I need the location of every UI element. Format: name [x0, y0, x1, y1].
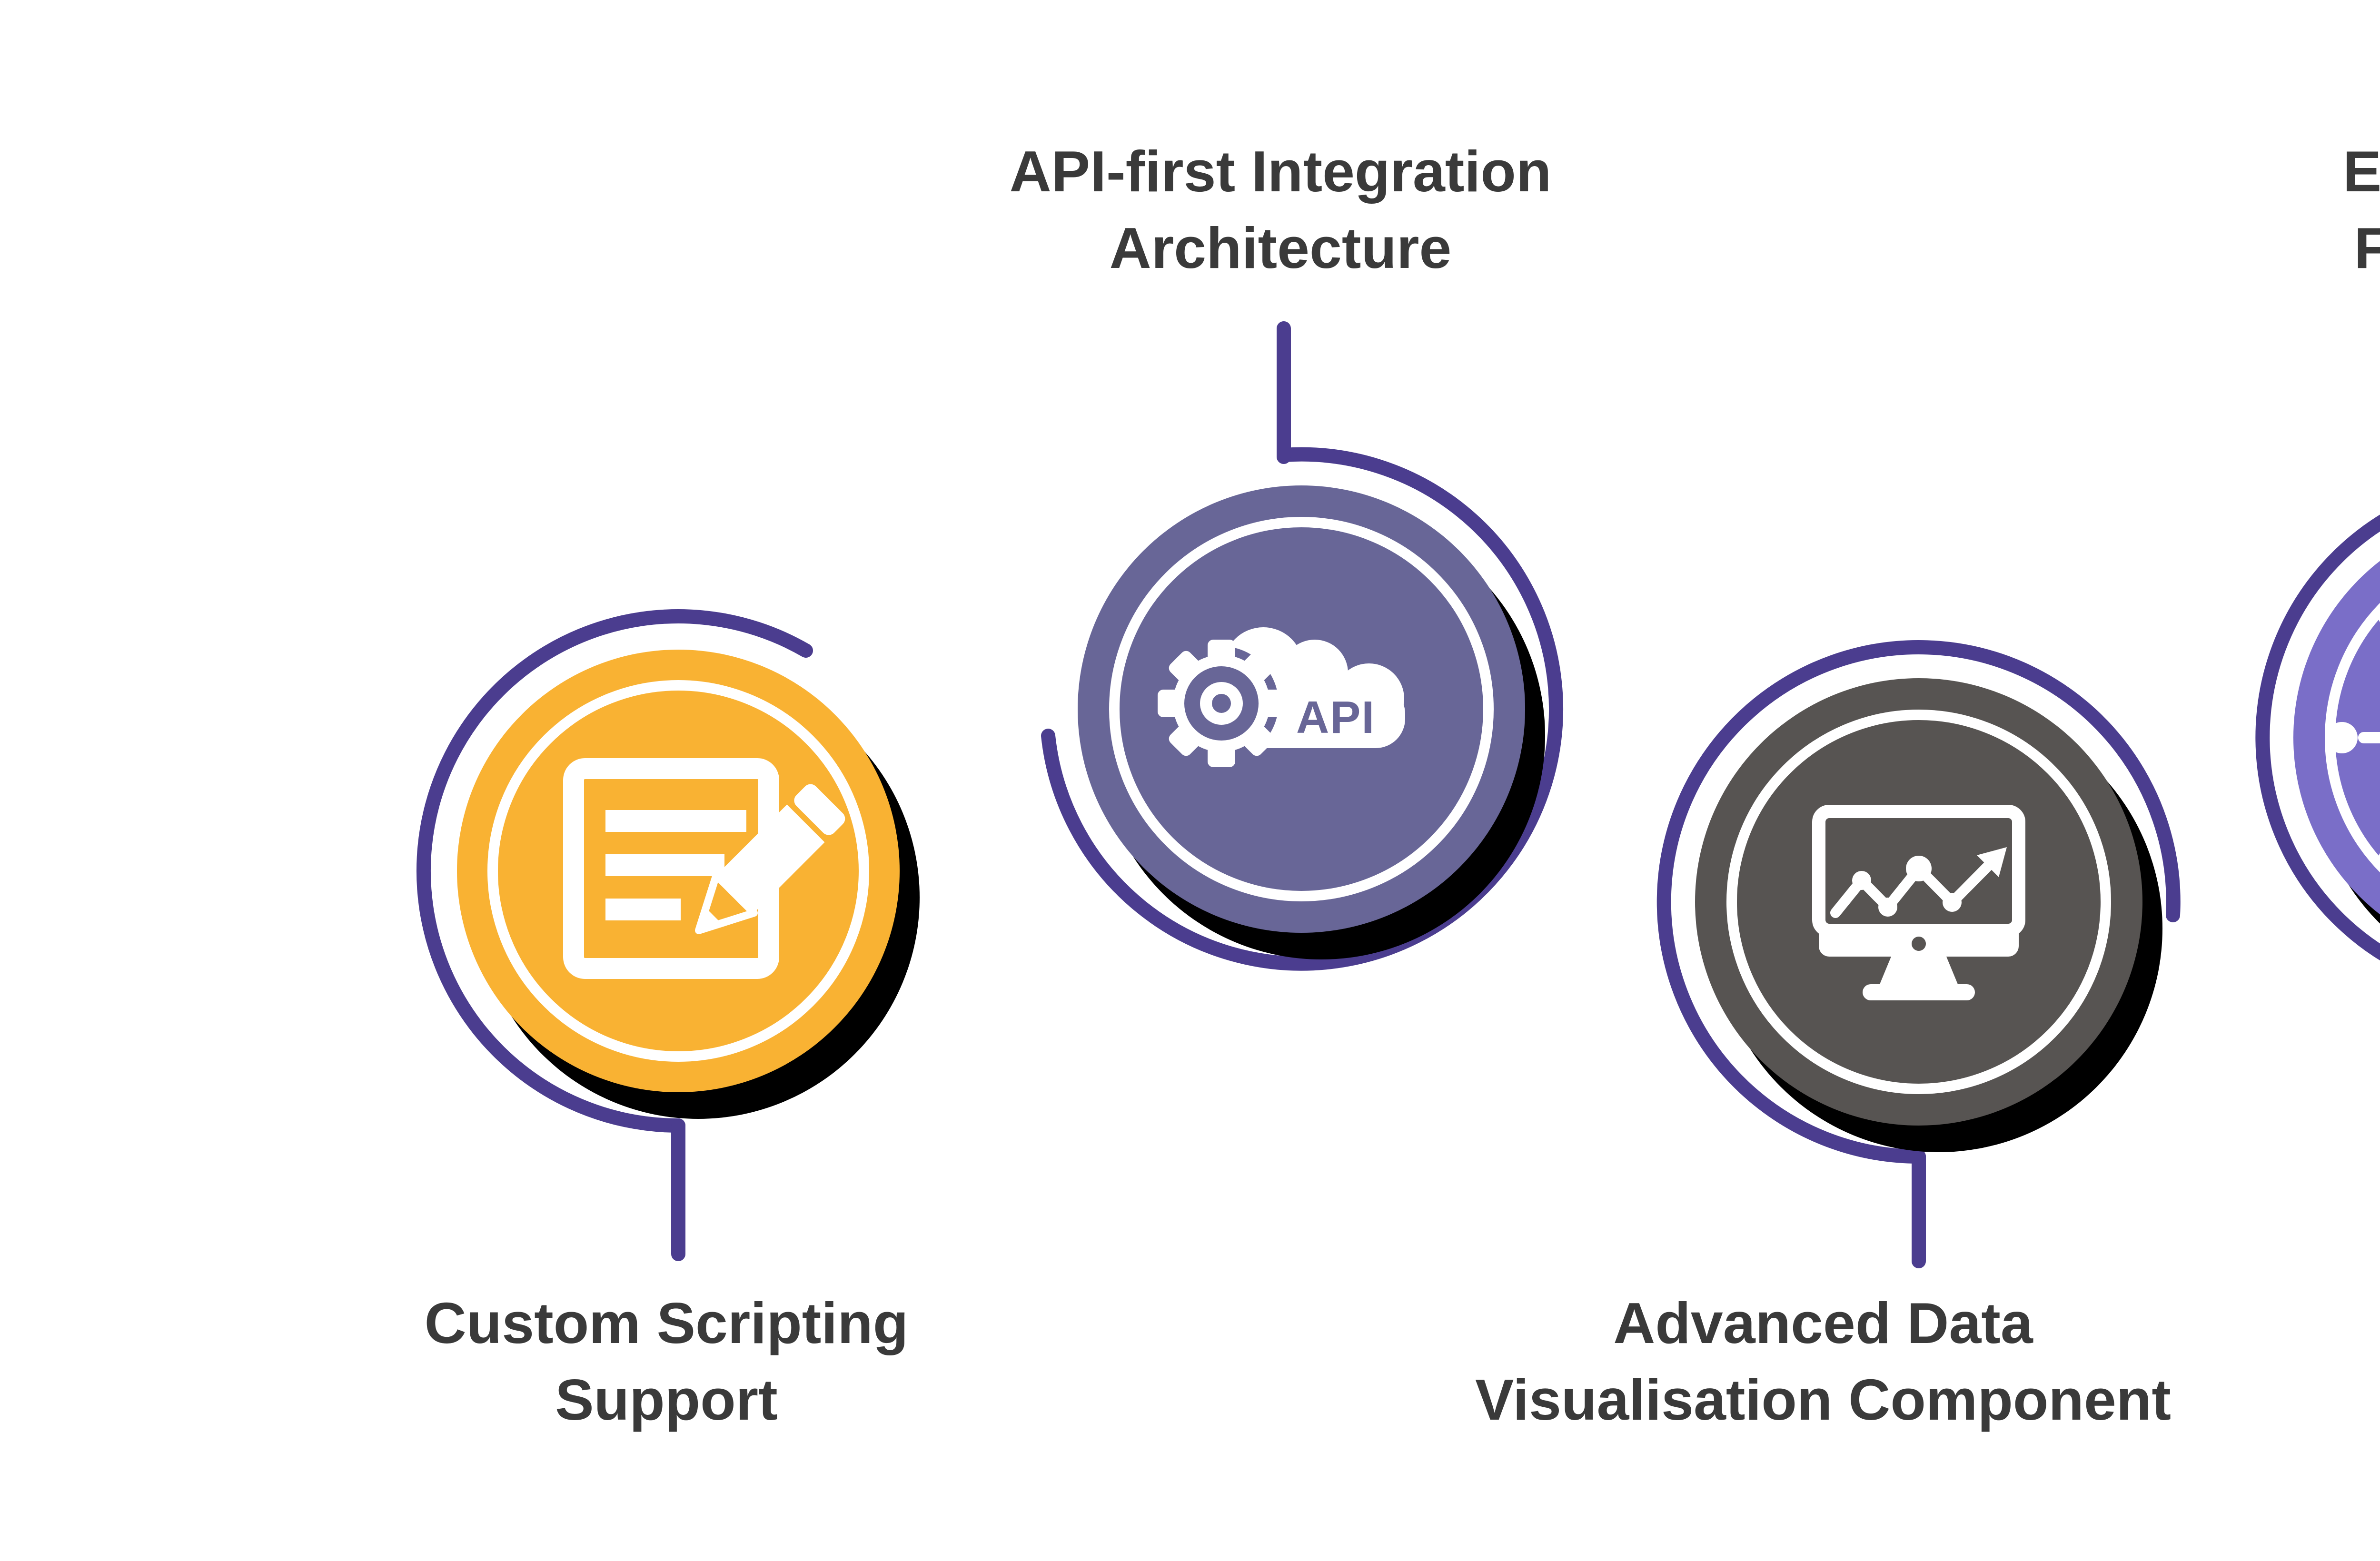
feature-extensible-ui — [2255, 514, 2380, 960]
feature-api-first: API — [1041, 321, 1563, 971]
circle-inner-ring — [1109, 517, 1494, 901]
chart-dot — [1878, 898, 1897, 917]
monitor-chart-arrow-icon — [1812, 805, 2025, 1000]
pencil-eraser — [794, 784, 845, 835]
decorative-arc — [1656, 640, 2181, 1164]
label-line-1: Advanced Data — [1613, 1291, 2033, 1355]
feature-custom-scripting — [416, 609, 920, 1261]
feature-label-api-first: API-first Integration Architecture — [1010, 133, 1552, 287]
api-cloud-gear-icon: API — [1158, 627, 1405, 767]
spoke — [2326, 722, 2380, 753]
pencil-nib — [699, 908, 722, 930]
feature-label-data-visualisation: Advanced Data Visualisation Component — [1475, 1285, 2171, 1438]
chart-dot — [1906, 856, 1932, 881]
label-line-2: Frameworks — [2354, 216, 2380, 281]
pencil — [695, 784, 845, 934]
chart-dot — [1852, 871, 1871, 890]
circle-inner-ring — [1726, 710, 2111, 1094]
gear-network-icon — [2326, 598, 2380, 878]
gear-ring — [1173, 655, 1270, 752]
document-line-2 — [605, 854, 724, 876]
chart-dot — [1943, 893, 1962, 912]
feature-label-extensible-ui: Extensible UI Frameworks — [2343, 133, 2380, 287]
feature-data-visualisation — [1656, 640, 2181, 1268]
monitor-base — [1863, 984, 1975, 1000]
api-text: API — [1296, 692, 1375, 743]
label-line-1: API-first Integration — [1009, 139, 1552, 204]
gear — [1158, 640, 1285, 767]
spoke-dot — [2326, 722, 2358, 753]
chart-arrowhead — [1977, 847, 2007, 877]
decorative-arc — [2255, 514, 2380, 960]
circle-disc — [1695, 678, 2142, 1126]
decorative-arc — [416, 609, 813, 1133]
label-line-2: Visualisation Component — [1475, 1367, 2171, 1433]
gear-hub-hole — [1212, 694, 1231, 713]
label-line-2: Architecture — [1109, 216, 1452, 281]
document-pencil-icon — [563, 758, 845, 979]
label-line-2: Support — [555, 1367, 778, 1433]
label-line-1: Extensible UI — [2342, 139, 2380, 204]
feature-label-custom-scripting: Custom Scripting Support — [425, 1285, 909, 1438]
document-line-1 — [605, 810, 746, 832]
pencil-body — [717, 804, 825, 912]
document-line-3 — [605, 899, 681, 920]
monitor-power-dot — [1912, 937, 1926, 951]
monitor-stand — [1880, 957, 1958, 984]
circle-inner-ring — [487, 680, 869, 1062]
label-line-1: Custom Scripting — [424, 1291, 909, 1355]
pencil-tip-outline — [695, 871, 758, 934]
